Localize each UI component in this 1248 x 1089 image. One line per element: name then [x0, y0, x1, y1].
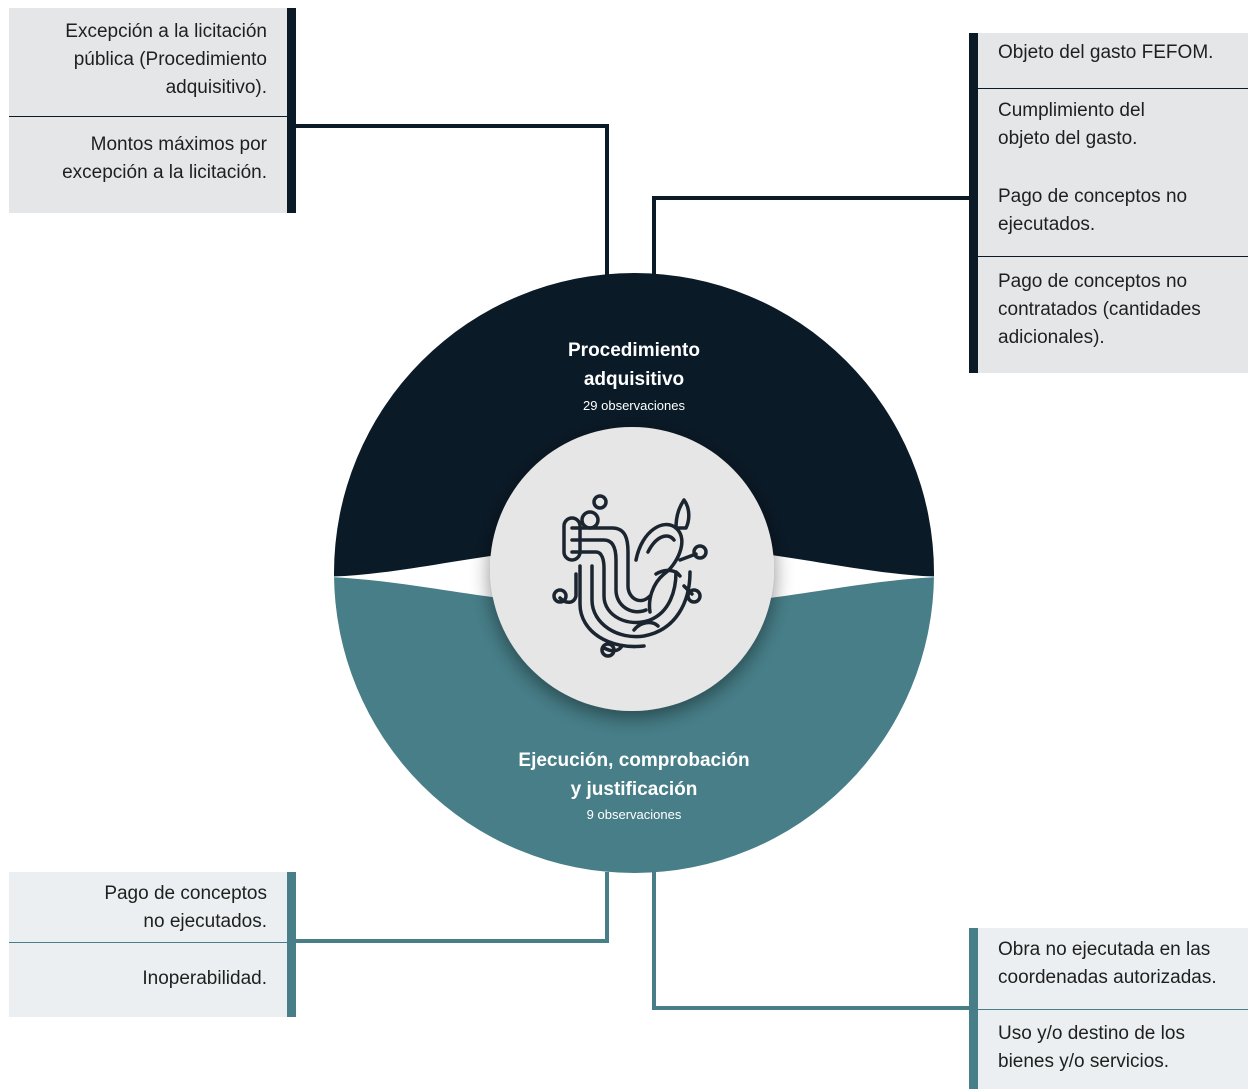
list-item: Pago de conceptos no ejecutados.	[104, 883, 267, 932]
divider	[978, 88, 1248, 89]
connector-top-left	[295, 124, 609, 276]
list-item: Obra no ejecutada en las coordenadas aut…	[998, 939, 1217, 988]
list-item: Inoperabilidad.	[142, 968, 267, 989]
list-item: Excepción a la licitación pública (Proce…	[65, 21, 267, 98]
segment-bottom-count: 9 observaciones	[586, 807, 682, 822]
box-bottom-right: Obra no ejecutada en las coordenadas aut…	[969, 928, 1248, 1089]
divider	[9, 942, 287, 943]
connector-bottom-right	[652, 872, 969, 1010]
institutional-emblem-icon	[552, 494, 708, 658]
list-item: Uso y/o destino de los bienes y/o servic…	[998, 1023, 1185, 1072]
list-item: Cumplimiento del objeto del gasto.	[998, 100, 1145, 149]
segment-top-count: 29 observaciones	[583, 398, 685, 413]
divider	[978, 256, 1248, 257]
list-item: Pago de conceptos no contratados (cantid…	[998, 271, 1201, 348]
segment-top-shape	[334, 273, 934, 576]
connector-top-right	[652, 196, 969, 276]
box-top-left: Excepción a la licitación pública (Proce…	[9, 8, 296, 213]
list-item: Montos máximos por excepción a la licita…	[62, 134, 267, 183]
list-item: Objeto del gasto FEFOM.	[998, 42, 1214, 63]
box-bottom-left: Pago de conceptos no ejecutados. Inopera…	[9, 872, 296, 1017]
divider	[978, 1009, 1248, 1010]
segment-bottom-shape	[334, 576, 934, 873]
connector-bottom-left	[295, 872, 609, 943]
list-item: Pago de conceptos no ejecutados.	[998, 186, 1188, 235]
center-disc	[490, 427, 774, 711]
divider	[9, 116, 287, 117]
box-top-right: Objeto del gasto FEFOM. Cumplimiento del…	[969, 33, 1248, 373]
